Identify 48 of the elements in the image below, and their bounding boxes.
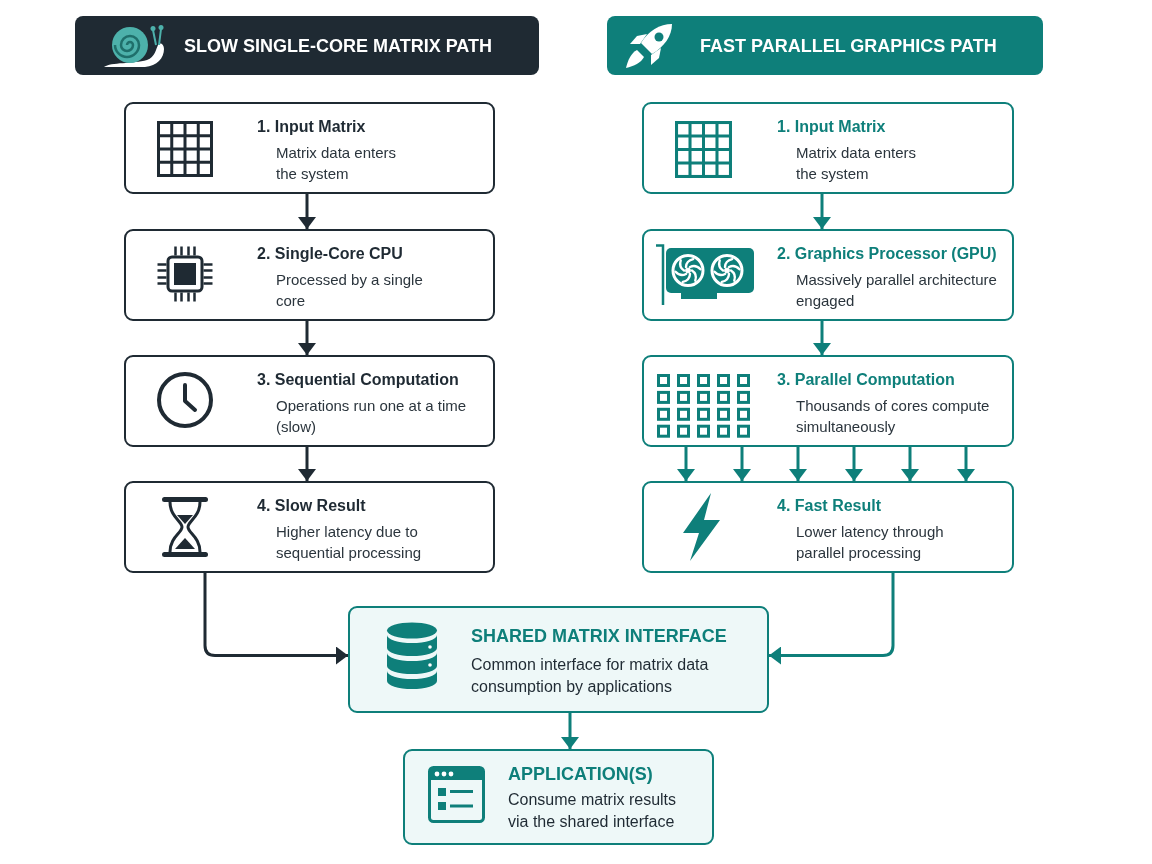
- arrow: [845, 447, 863, 481]
- step-title: 1. Input Matrix: [257, 117, 366, 137]
- process-box: [124, 355, 495, 447]
- arrow: [769, 573, 895, 665]
- application-description: Consume matrix results via the shared interface: [508, 790, 678, 832]
- arrow: [733, 447, 751, 481]
- process-box: [642, 102, 1014, 194]
- section-header-banner: [75, 16, 539, 75]
- process-box: [124, 229, 495, 321]
- step-title: 4. Fast Result: [777, 496, 882, 516]
- step-description: Matrix data enters the system: [276, 143, 398, 184]
- step-description: Higher latency due to sequential processing: [276, 522, 423, 563]
- step-title: 3. Parallel Computation: [777, 370, 955, 390]
- step-description: Thousands of cores compute simultaneously: [796, 396, 991, 437]
- header-title: SLOW SINGLE-CORE MATRIX PATH: [184, 34, 492, 58]
- step-description: Processed by a single core: [276, 270, 424, 311]
- arrow: [957, 447, 975, 481]
- step-description: Operations run one at a time (slow): [276, 396, 468, 437]
- process-box: [642, 229, 1014, 321]
- process-box: [124, 481, 495, 573]
- arrow: [561, 713, 579, 749]
- process-box: [642, 481, 1014, 573]
- step-description: Massively parallel architecture engaged: [796, 270, 998, 311]
- arrow: [813, 321, 831, 355]
- arrow: [901, 447, 919, 481]
- step-title: 1. Input Matrix: [777, 117, 886, 137]
- step-description: Matrix data enters the system: [796, 143, 918, 184]
- section-header-banner: [607, 16, 1043, 75]
- interface-box: [348, 606, 769, 713]
- application-title: APPLICATION(S): [508, 763, 653, 785]
- step-title: 3. Sequential Computation: [257, 370, 459, 390]
- interface-title: SHARED MATRIX INTERFACE: [471, 625, 727, 647]
- step-title: 2. Graphics Processor (GPU): [777, 244, 997, 264]
- header-title: FAST PARALLEL GRAPHICS PATH: [700, 34, 997, 58]
- application-box: [403, 749, 714, 845]
- arrow: [203, 573, 348, 665]
- arrow: [813, 194, 831, 229]
- arrow: [298, 447, 316, 481]
- process-box: [642, 355, 1014, 447]
- arrow: [789, 447, 807, 481]
- step-title: 2. Single-Core CPU: [257, 244, 403, 264]
- step-description: Lower latency through parallel processing: [796, 522, 945, 563]
- step-title: 4. Slow Result: [257, 496, 366, 516]
- arrow: [677, 447, 695, 481]
- interface-description: Common interface for matrix data consumption by applications: [471, 655, 710, 697]
- process-box: [124, 102, 495, 194]
- arrow: [298, 194, 316, 229]
- arrow: [298, 321, 316, 355]
